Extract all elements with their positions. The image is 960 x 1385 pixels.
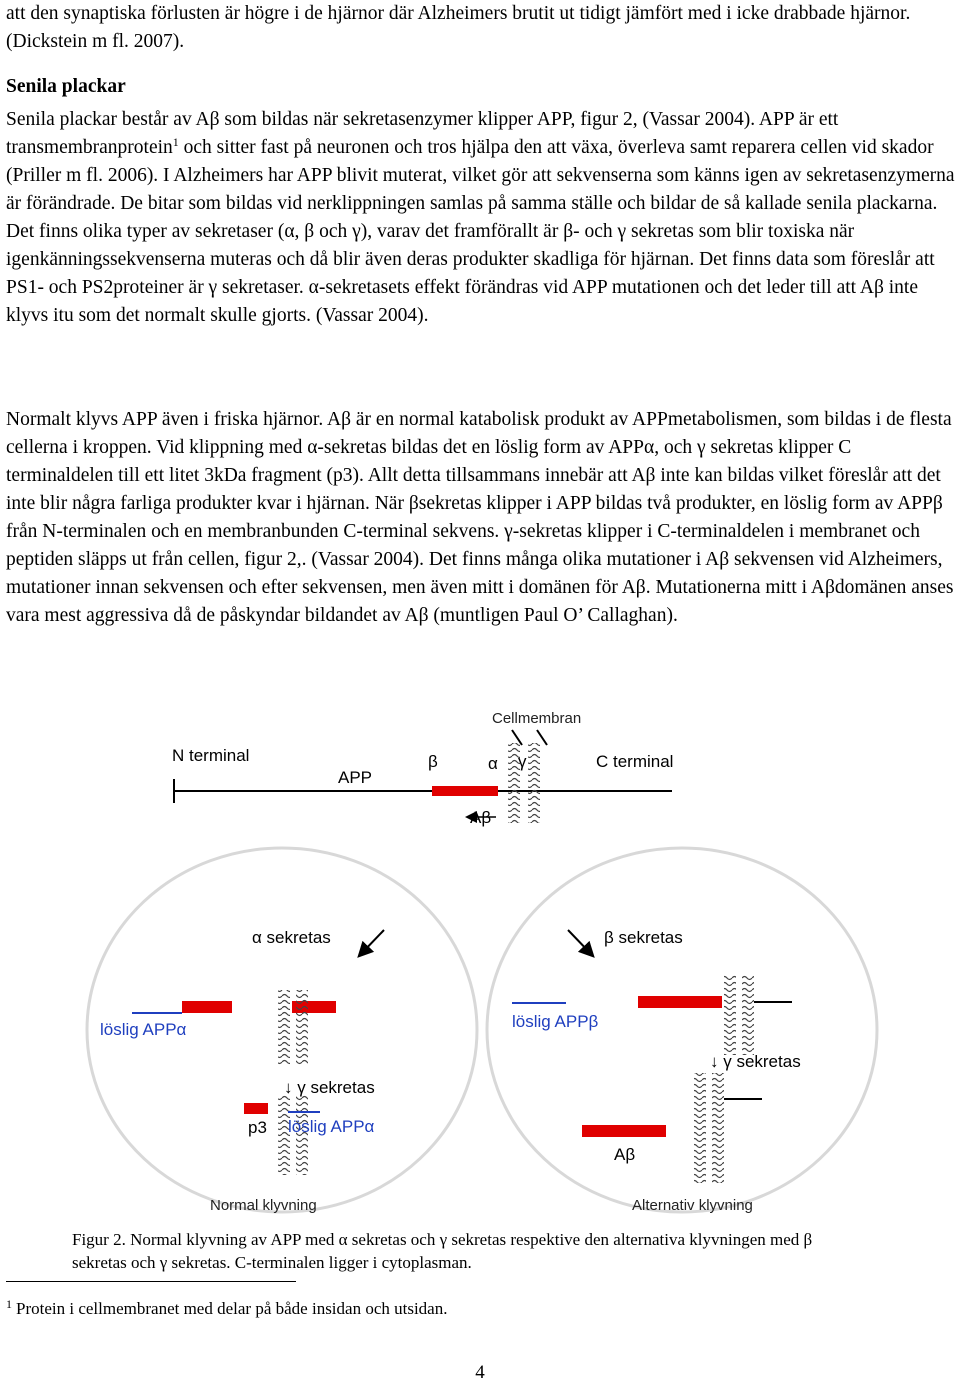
loslig-app-alpha-label: löslig APPα <box>100 1020 187 1039</box>
app-label: APP <box>338 768 372 787</box>
normal-red-segment-1 <box>182 1001 232 1013</box>
abeta-segment <box>432 786 498 796</box>
n-terminal-label: N terminal <box>172 746 249 765</box>
alpha-sekretas-arrow <box>357 929 385 958</box>
loslig-app-beta-label: löslig APPβ <box>512 1012 599 1031</box>
paragraph-senila-plackar-part2: och sitter fast på neuronen och tros hjä… <box>6 137 955 326</box>
gamma-site-label: γ <box>518 752 527 771</box>
cellmembran-arrow-right <box>536 729 548 746</box>
c-terminal-label: C terminal <box>596 752 673 771</box>
abeta-fragment <box>582 1125 666 1137</box>
membrane-helix-right <box>528 743 540 823</box>
paragraph-senila-plackar-part1: Senila plackar består av Aβ som bildas n… <box>6 109 839 158</box>
normal-cleavage-ellipse <box>85 846 479 1214</box>
paragraph-synaptic-loss: att den synaptiska förlusten är högre i … <box>6 3 911 52</box>
normal-helix-4 <box>296 1095 308 1175</box>
alternative-cleavage-ellipse <box>485 846 879 1214</box>
alternativ-klyvning-title: Alternativ klyvning <box>632 1197 753 1214</box>
footnote-mark: 1 <box>6 1297 12 1311</box>
alt-red-segment-1 <box>638 996 722 1008</box>
footnote-text: Protein i cellmembranet med delar på båd… <box>16 1299 448 1318</box>
normal-helix-2 <box>296 990 308 1065</box>
beta-sekretas-arrow <box>567 929 595 958</box>
p3-fragment <box>244 1103 268 1114</box>
abeta-alt-label: Aβ <box>614 1145 635 1164</box>
beta-sekretas-label: β sekretas <box>604 928 683 947</box>
abeta-top-label: Aβ <box>470 808 491 827</box>
cellmembran-label: Cellmembran <box>492 710 581 727</box>
alt-helix-2 <box>742 975 754 1055</box>
section-heading-senila-plackar: Senila plackar <box>6 76 126 97</box>
cellmembran-arrow-left <box>511 729 523 746</box>
gamma-sekretas-alt-label: ↓ γ sekretas <box>710 1052 801 1071</box>
loslig-app-alpha-label-2: löslig APPα <box>288 1117 375 1136</box>
paragraph-normal-cleavage: Normalt klyvs APP även i friska hjärnor.… <box>6 409 954 626</box>
normal-helix-1 <box>278 990 290 1065</box>
normal-klyvning-title: Normal klyvning <box>210 1197 317 1214</box>
gamma-sekretas-normal-label: ↓ γ sekretas <box>284 1078 375 1097</box>
footnote: 1 Protein i cellmembranet med delar på bå… <box>6 1292 706 1321</box>
footnote-reference[interactable]: 1 <box>172 135 179 149</box>
figure-diagram: Cellmembran N terminal APP β α γ C termi… <box>85 710 879 1214</box>
figure-app-cleavage: Cellmembran N terminal APP β α γ C termi… <box>72 705 892 1225</box>
alpha-sekretas-label: α sekretas <box>252 928 331 947</box>
alt-helix-3 <box>694 1073 706 1183</box>
normal-helix-3 <box>278 1095 290 1175</box>
alpha-site-label: α <box>488 754 498 773</box>
footnote-separator <box>6 1281 296 1282</box>
paragraph-senila-plackar: Senila plackar består av Aβ som bildas n… <box>6 106 956 330</box>
alt-helix-1 <box>724 975 736 1055</box>
page-number: 4 <box>475 1362 485 1383</box>
alt-helix-4 <box>712 1073 724 1183</box>
beta-site-label: β <box>428 752 438 771</box>
figure-caption: Figur 2. Normal klyvning av APP med α se… <box>72 1230 813 1272</box>
membrane-helix-left <box>508 743 520 823</box>
p3-label: p3 <box>248 1118 267 1137</box>
